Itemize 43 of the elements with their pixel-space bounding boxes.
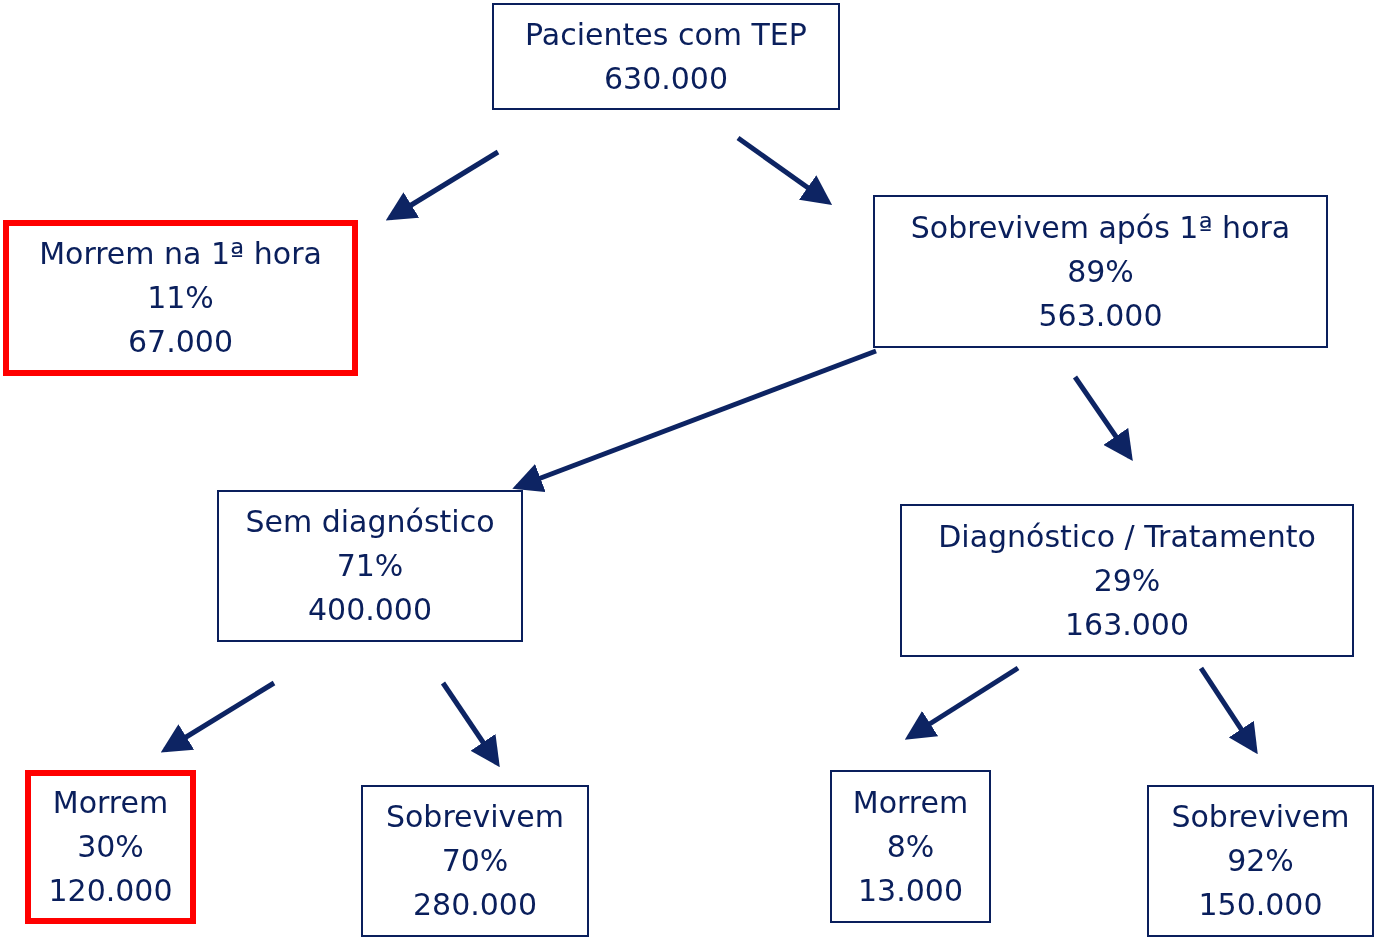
process-box (830, 770, 991, 923)
node-text: 71% (336, 547, 404, 585)
node-text: 13.000 (858, 871, 963, 910)
process-box (361, 785, 589, 937)
node-text: 92% (1227, 842, 1294, 880)
node-text: 120.000 (48, 872, 173, 910)
process-box (900, 504, 1354, 657)
arrow (904, 665, 1020, 740)
node-text: 630.000 (603, 59, 729, 98)
process-box (492, 3, 840, 110)
node-text: 563.000 (1038, 296, 1163, 335)
node-text: 11% (147, 279, 214, 317)
arrow (1198, 666, 1258, 755)
arrow (512, 348, 877, 493)
node-text: Pacientes com TEP (525, 15, 807, 54)
arrow (385, 149, 500, 221)
node-text: 400.000 (307, 591, 433, 629)
node-text: Morrem na 1ª hora (39, 235, 322, 273)
process-box (1147, 785, 1374, 937)
process-box (217, 490, 523, 642)
node-text: Sem diagnóstico (245, 503, 495, 541)
node-text: 29% (1093, 561, 1161, 600)
node-text: 67.000 (128, 323, 233, 361)
arrow (1072, 375, 1133, 462)
process-box (873, 195, 1328, 348)
node-text: Diagnóstico / Tratamento (938, 517, 1316, 556)
node-text: 280.000 (412, 886, 538, 924)
node-text: 70% (441, 842, 509, 880)
process-box (25, 770, 196, 924)
node-text: Sobrevivem (1171, 798, 1350, 836)
process-box (3, 220, 358, 376)
node-text: 30% (77, 828, 144, 866)
node-text: 8% (886, 827, 935, 866)
node-text: Sobrevivem (385, 798, 565, 836)
node-text: Sobrevivem após 1ª hora (910, 208, 1291, 247)
node-text: Morrem (852, 783, 969, 822)
node-text: 150.000 (1198, 886, 1323, 924)
arrow (160, 680, 276, 753)
node-text: 89% (1067, 252, 1134, 291)
node-text: Morrem (52, 784, 169, 822)
node-text: 163.000 (1064, 605, 1190, 644)
arrow (440, 681, 500, 768)
arrow (736, 135, 833, 205)
